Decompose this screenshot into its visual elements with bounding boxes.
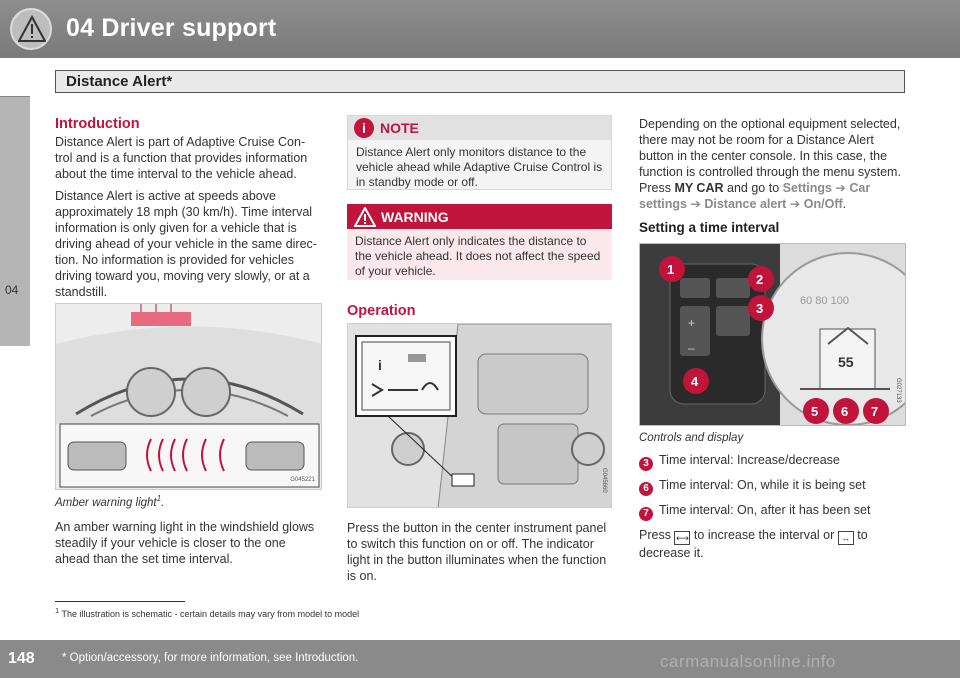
operation-heading: Operation (347, 303, 416, 319)
svg-text:60 80 100: 60 80 100 (800, 295, 849, 307)
controls-caption: Controls and display (639, 432, 744, 444)
svg-text:–: – (688, 341, 695, 355)
page-footer: 148 * Option/accessory, for more informa… (0, 640, 960, 678)
section-title: Distance Alert* (66, 73, 173, 90)
figure-code: G045221 (290, 477, 315, 483)
svg-text:2: 2 (756, 272, 763, 287)
svg-text:1: 1 (667, 262, 674, 277)
warning-light-paragraph: An amber warning light in the windshield… (55, 519, 315, 566)
svg-text:6: 6 (841, 404, 848, 419)
side-tab-label: 04 (5, 283, 19, 297)
column-1-lower: Amber warning light1. An amber warning l… (55, 491, 322, 573)
amber-warning-light-figure: G045221 (55, 303, 322, 490)
chapter-title: 04 Driver support (66, 14, 277, 42)
time-interval-heading: Setting a time interval (639, 220, 780, 235)
section-title-bar: Distance Alert* (55, 70, 905, 93)
svg-text:5: 5 (811, 404, 818, 419)
footnote-divider (55, 601, 185, 602)
operation-paragraph-wrap: Press the button in the center instrumen… (347, 520, 612, 590)
controls-display-figure: + – 60 80 100 55 1 2 3 4 5 6 7 G027133 (639, 243, 906, 426)
footer-note: * Option/accessory, for more information… (62, 652, 359, 664)
warning-triangle-icon (10, 8, 52, 50)
svg-text:4: 4 (691, 374, 699, 389)
watermark: carmanualsonline.info (660, 652, 836, 671)
column-3: Depending on the optional equipment sele… (639, 116, 909, 236)
svg-text:3: 3 (756, 301, 763, 316)
note-header: i NOTE (348, 116, 611, 140)
svg-text:i: i (378, 357, 382, 373)
svg-text:55: 55 (838, 354, 854, 370)
chapter-header: 04 Driver support (0, 0, 960, 58)
increase-interval-icon: ⟷ (674, 531, 691, 545)
warning-box: WARNING Distance Alert only indicates th… (347, 204, 612, 280)
svg-text:+: + (688, 316, 695, 330)
page-number: 148 (8, 650, 35, 667)
introduction-heading: Introduction (55, 116, 140, 132)
decrease-interval-icon: ↔ (837, 531, 854, 545)
column-1: Introduction Distance Alert is part of A… (55, 116, 322, 306)
press-paragraph: Press ⟷ to increase the interval or ↔ to… (639, 528, 868, 560)
note-box: i NOTE Distance Alert only monitors dist… (347, 115, 612, 190)
figure-caption: Amber warning light1. (55, 494, 165, 509)
warning-label: WARNING (381, 209, 449, 225)
center-console-figure: i G045660 (347, 323, 612, 508)
note-text: Distance Alert only monitors distance to… (356, 145, 603, 189)
svg-text:7: 7 (871, 404, 878, 419)
figure-code: G027133 (895, 378, 901, 403)
warning-text: Distance Alert only indicates the distan… (355, 234, 601, 278)
menu-paragraph: Depending on the optional equipment sele… (639, 117, 901, 211)
intro-paragraph-1: Distance Alert is part of Adaptive Cruis… (55, 135, 308, 181)
intro-paragraph-2: Distance Alert is active at speeds above… (55, 189, 317, 299)
footnote: 1 The illustration is schematic - certai… (55, 606, 360, 619)
operation-heading-wrap: Operation (347, 303, 612, 321)
chapter-side-tab: 04 (0, 96, 30, 346)
figure-code: G045660 (601, 468, 607, 493)
warning-icon (354, 207, 376, 227)
info-icon: i (354, 118, 374, 138)
operation-paragraph: Press the button in the center instrumen… (347, 521, 607, 583)
note-label: NOTE (380, 120, 419, 136)
warning-header: WARNING (347, 204, 612, 229)
